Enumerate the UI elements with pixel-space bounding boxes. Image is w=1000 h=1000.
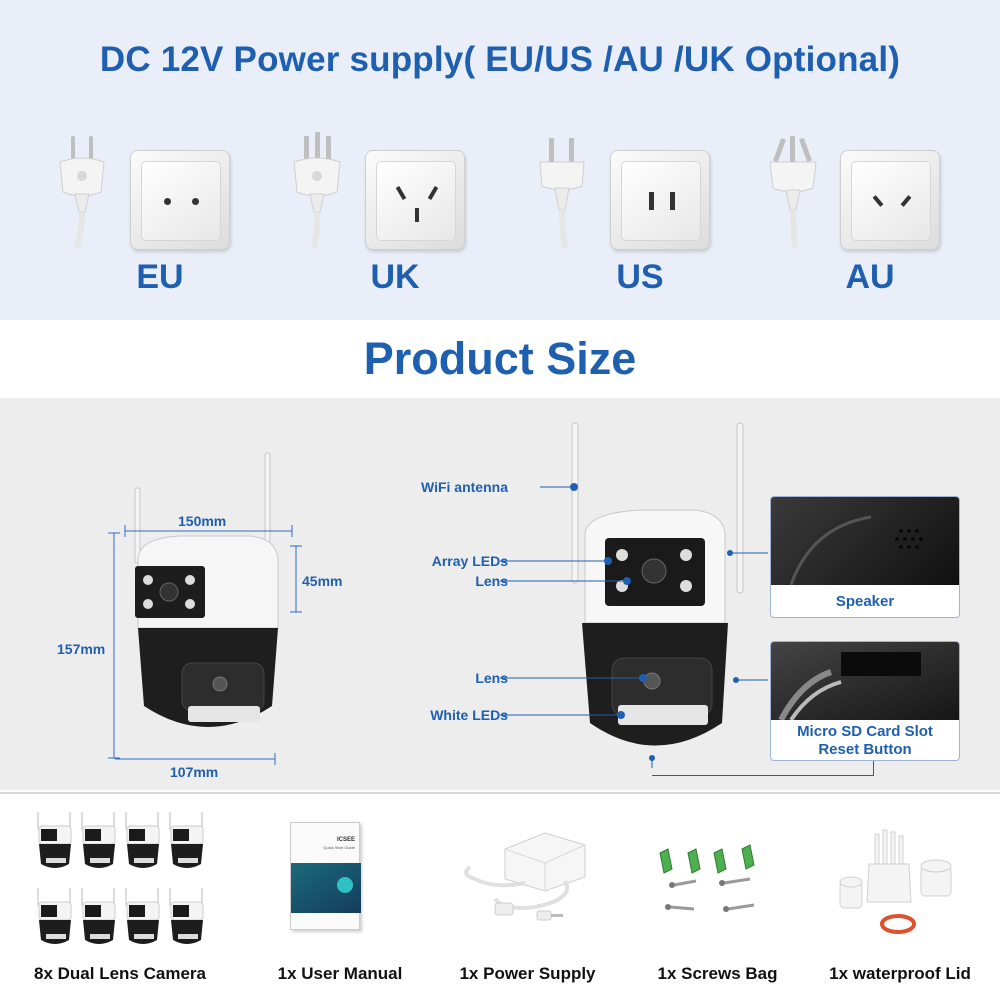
camera-grid-icon (36, 811, 204, 945)
sd-card-photo (771, 642, 959, 722)
screws-icon (659, 844, 755, 912)
head-dimension-label: 45mm (302, 573, 343, 589)
plug-label-au: AU (845, 258, 895, 296)
power-adapter-icon (464, 832, 586, 921)
plug-group-au: AU (765, 130, 965, 310)
plug-group-uk: UK (290, 130, 490, 310)
callout-white-leds: White LEDs (430, 707, 508, 723)
sd-card-caption: Micro SD Card Slot (797, 723, 933, 740)
plug-label-uk: UK (370, 258, 420, 296)
plug-label-eu: EU (136, 258, 184, 296)
power-supply-title: DC 12V Power supply( EU/US /AU /UK Optio… (99, 40, 901, 79)
package-item-cameras: 8x Dual Lens Camera (20, 794, 220, 1000)
speaker-feature-box: Speaker (770, 496, 960, 618)
package-item-waterproof-lid: 1x waterproof Lid (810, 794, 990, 1000)
au-socket-icon (840, 150, 940, 250)
user-manual-icon: ICSEE Quick Start Guide (290, 822, 361, 930)
package-contents-section: 8x Dual Lens Camera ICSEE Quick Start Gu… (0, 792, 1000, 1000)
height-dimension-label: 157mm (57, 641, 106, 657)
camera-dimension-drawing (108, 452, 302, 765)
callout-lens-bottom: Lens (475, 670, 508, 686)
waterproof-lid-icon (839, 829, 952, 934)
reset-button-caption: Reset Button (818, 741, 912, 758)
sd-connector-line (652, 775, 874, 776)
package-item-power-supply: 1x Power Supply (440, 794, 615, 1000)
sd-card-feature-box: Micro SD Card Slot Reset Button (770, 641, 960, 761)
us-plug-icon (539, 138, 585, 249)
eu-plug-icon (59, 136, 105, 249)
package-item-manual: ICSEE Quick Start Guide 1x User Manual (245, 794, 435, 1000)
plug-label-us: US (616, 258, 664, 296)
plug-group-us: US (535, 130, 735, 310)
plug-group-eu: EU (55, 130, 255, 310)
power-supply-section: DC 12V Power supply( EU/US /AU /UK Optio… (0, 0, 1000, 320)
width-dimension-label: 150mm (178, 513, 227, 529)
au-plug-icon (769, 136, 817, 249)
eu-socket-icon (130, 150, 230, 250)
dimensions-section: 150mm 157mm 45mm 107mm WiFi (0, 398, 1000, 790)
uk-socket-icon (365, 150, 465, 250)
speaker-photo (771, 497, 959, 586)
us-socket-icon (610, 150, 710, 250)
package-label-manual: 1x User Manual (277, 964, 403, 983)
speaker-caption: Speaker (835, 593, 895, 610)
package-label-cameras: 8x Dual Lens Camera (34, 964, 206, 983)
callout-array-leds: Array LEDs (431, 553, 508, 569)
camera-feature-drawing (500, 422, 768, 768)
sd-connector-vertical (873, 758, 874, 776)
manual-subtitle: Quick Start Guide (323, 845, 355, 850)
callout-wifi-antenna: WiFi antenna (421, 479, 508, 495)
package-label-waterproof-lid: 1x waterproof Lid (829, 964, 971, 983)
package-label-screws: 1x Screws Bag (657, 964, 778, 983)
callout-lens-top: Lens (475, 573, 508, 589)
base-dimension-label: 107mm (170, 764, 219, 780)
package-item-screws: 1x Screws Bag (630, 794, 805, 1000)
uk-plug-icon (293, 132, 341, 249)
product-size-title: Product Size (363, 333, 637, 384)
package-label-power-supply: 1x Power Supply (459, 964, 596, 983)
manual-brand: ICSEE (336, 837, 355, 843)
